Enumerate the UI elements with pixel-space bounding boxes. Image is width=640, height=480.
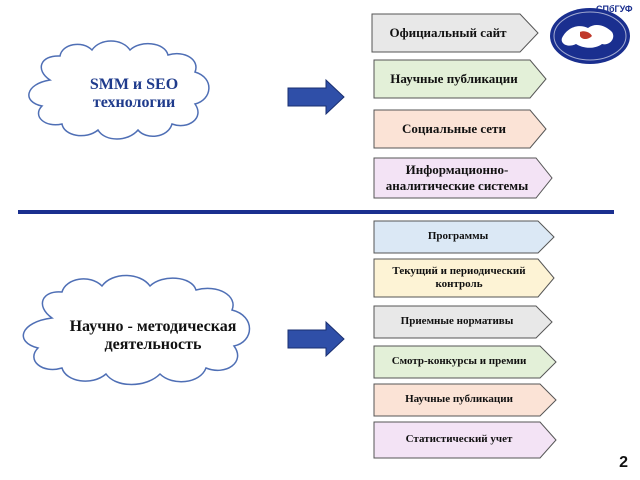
logo-text: СПбГУФ	[596, 4, 633, 14]
item-label-top-3: Информационно-аналитические системы	[385, 162, 529, 193]
pentagon-bottom-1	[373, 258, 555, 298]
arrow-top	[287, 78, 345, 116]
pentagon-top-0	[371, 13, 539, 53]
item-label-bottom-2: Приемные нормативы	[400, 315, 514, 328]
item-label-bottom-0: Программы	[427, 230, 489, 243]
pentagon-bottom-5	[373, 421, 557, 459]
item-label-bottom-5: Статистический учет	[405, 433, 513, 446]
pentagon-top-2	[373, 109, 547, 149]
cloud-top-title: SMM и SEO технологии	[89, 76, 179, 111]
item-label-top-2: Социальные сети	[402, 121, 506, 137]
cloud-bottom-shape	[22, 274, 251, 386]
section-divider	[18, 210, 614, 214]
logo: СПбГУФ	[546, 2, 634, 66]
cloud-top-shape	[28, 40, 210, 140]
cloud-bottom-title: Научно - методическая деятельность	[69, 318, 237, 353]
pentagon-bottom-3	[373, 345, 557, 379]
logo-emblem-icon	[550, 8, 630, 64]
item-label-top-0: Официальный сайт	[389, 25, 507, 41]
pentagon-bottom-4	[373, 383, 557, 417]
item-label-bottom-4: Научные публикации	[405, 393, 513, 406]
arrow-bottom	[287, 320, 345, 358]
item-label-bottom-1: Текущий и периодический контроль	[392, 264, 526, 290]
pentagon-bottom-0	[373, 220, 555, 254]
item-label-top-1: Научные публикации	[390, 71, 518, 87]
item-label-bottom-3: Смотр-конкурсы и премии	[391, 355, 527, 368]
page-number: 2	[619, 454, 628, 471]
pentagon-top-1	[373, 59, 547, 99]
pentagon-top-3	[373, 157, 553, 199]
pentagon-bottom-2	[373, 305, 553, 339]
